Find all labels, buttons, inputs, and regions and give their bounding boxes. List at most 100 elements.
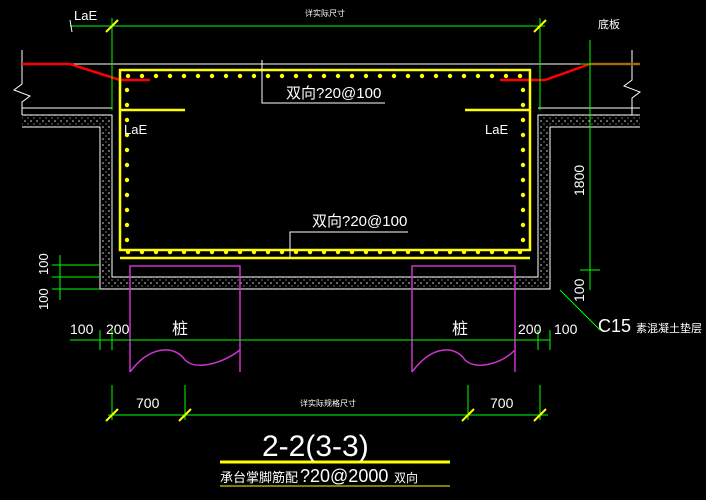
rebar-dot <box>461 73 467 79</box>
rebar-dot <box>124 147 130 153</box>
rebar-dot <box>520 117 526 123</box>
rebar-dot <box>167 249 173 255</box>
pile-left <box>129 265 241 373</box>
rebar-dot <box>195 249 201 255</box>
leader-lines <box>69 19 408 258</box>
rebar-dot <box>209 249 215 255</box>
rebar-dot <box>181 249 187 255</box>
rebar-dot <box>503 249 509 255</box>
rebar-dot <box>251 249 257 255</box>
rebar-dot <box>279 73 285 79</box>
rebar-dot <box>520 147 526 153</box>
rebar-dot <box>124 162 130 168</box>
rebar-dot <box>405 73 411 79</box>
rebar-dot <box>307 73 313 79</box>
lae-right-label: LaE <box>485 122 508 137</box>
rebar-dot <box>251 73 257 79</box>
left-100-label: 100 <box>70 321 94 337</box>
floor-slab-label: 底板 <box>598 17 620 31</box>
rebar-dot <box>517 73 523 79</box>
dimension-ticks <box>105 19 547 422</box>
rebar-dot <box>520 102 526 108</box>
rebar-dot <box>223 73 229 79</box>
rebar-dot <box>520 192 526 198</box>
rebar-bottom-label: 双向?20@100 <box>312 213 407 230</box>
rebar-dot <box>335 73 341 79</box>
right-200-label: 200 <box>518 321 542 337</box>
rebar-dot <box>433 249 439 255</box>
rebar-dot <box>520 177 526 183</box>
cap-outline <box>22 63 640 290</box>
rebar-dot <box>447 73 453 79</box>
rebar-cage <box>118 68 532 260</box>
left-200-label: 200 <box>106 321 130 337</box>
dimension-lines <box>52 18 640 420</box>
rebar-dot <box>279 249 285 255</box>
dim-100-upper-label: 100 <box>36 253 51 275</box>
lae-top-label: LaE <box>74 8 97 23</box>
rebar-dot <box>237 73 243 79</box>
rebar-dot <box>489 249 495 255</box>
rebar-dot <box>124 102 130 108</box>
dim-700-left-label: 700 <box>136 395 160 411</box>
rebar-dot <box>124 117 130 123</box>
rebar-dot <box>265 73 271 79</box>
rebar-dot <box>447 249 453 255</box>
rebar-dot <box>139 249 145 255</box>
rebar-dot <box>520 132 526 138</box>
rebar-dot <box>503 73 509 79</box>
rebar-dot <box>520 237 526 243</box>
rebar-dot <box>321 73 327 79</box>
footer-suffix: 双向 <box>394 470 418 485</box>
rebar-dot <box>461 249 467 255</box>
concrete-cushion <box>22 115 640 289</box>
rebar-dot <box>167 73 173 79</box>
rebar-top-label: 双向?20@100 <box>286 85 381 102</box>
pile-right <box>411 265 516 373</box>
rebar-dot <box>124 192 130 198</box>
rebar-dot <box>139 73 145 79</box>
rebar-dot <box>265 249 271 255</box>
rebar-dot <box>391 249 397 255</box>
dim-700-right-label: 700 <box>490 395 514 411</box>
rebar-dot <box>349 73 355 79</box>
rebar-dot <box>321 249 327 255</box>
rebar-dot <box>223 249 229 255</box>
pile-right-label: 桩 <box>452 319 468 338</box>
rebar-dot <box>520 87 526 93</box>
rebar-dot <box>377 249 383 255</box>
red-rebars <box>22 62 640 82</box>
rebar-dot <box>405 249 411 255</box>
rebar-dot <box>237 249 243 255</box>
rebar-dot <box>349 249 355 255</box>
rebar-dots <box>124 73 526 255</box>
rebar-dot <box>433 73 439 79</box>
labels: LaE LaE LaE 详实际尺寸 底板 双向?20@100 双向?20@100… <box>36 8 702 486</box>
rebar-dot <box>419 249 425 255</box>
rebar-dot <box>335 249 341 255</box>
rebar-dot <box>293 73 299 79</box>
pile-left-label: 桩 <box>172 319 188 338</box>
rebar-dot <box>489 73 495 79</box>
bottom-dimension-label: 详实际规格尺寸 <box>300 398 356 408</box>
footer-prefix: 承台掌脚筋配 <box>220 470 298 486</box>
rebar-dot <box>125 249 131 255</box>
dim-100-lower-label: 100 <box>36 288 51 310</box>
rebar-dot <box>124 87 130 93</box>
rebar-dot <box>124 177 130 183</box>
rebar-dot <box>363 249 369 255</box>
right-vertical-100-label: 100 <box>571 278 587 302</box>
rebar-dot <box>391 73 397 79</box>
rebar-dot <box>124 132 130 138</box>
rebar-dot <box>307 249 313 255</box>
rebar-dot <box>520 207 526 213</box>
footer-spec: ?20@2000 <box>300 466 388 486</box>
height-1800-label: 1800 <box>571 165 587 196</box>
rebar-dot <box>124 237 130 243</box>
rebar-dot <box>153 73 159 79</box>
c15-text: 素混凝土垫层 <box>636 321 702 335</box>
rebar-dot <box>153 249 159 255</box>
rebar-dot <box>419 73 425 79</box>
rebar-dot <box>520 162 526 168</box>
break-symbols <box>12 50 642 115</box>
